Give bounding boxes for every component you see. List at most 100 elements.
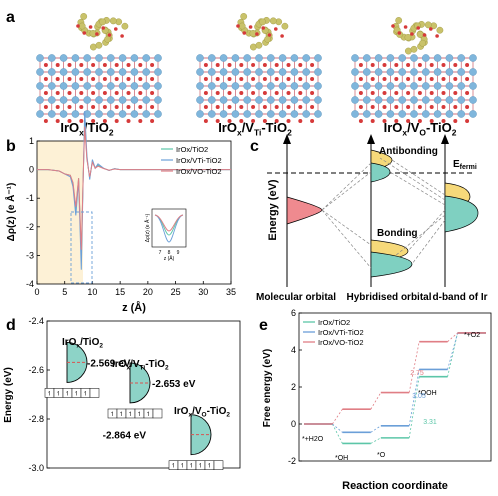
connector-line <box>391 159 446 196</box>
ti-atom <box>469 96 477 104</box>
o-atom <box>370 77 375 81</box>
panel-b-zoom-box <box>70 211 93 284</box>
o-atom <box>102 105 107 109</box>
o-atom <box>310 77 315 81</box>
o-atom <box>274 91 279 95</box>
ti-atom <box>196 68 204 76</box>
step-label: *+O2 <box>464 332 480 339</box>
electron-arrow: ↿ <box>47 390 52 397</box>
o-atom <box>55 119 60 123</box>
panel-c-letter: c <box>250 138 259 155</box>
electron-arrow: ↿ <box>180 463 185 470</box>
o-atom <box>114 27 118 31</box>
panel-d-item-name: IrOx/TiO2 <box>62 337 103 350</box>
o-atom <box>215 105 220 109</box>
ti-atom <box>243 96 251 104</box>
electron-arrow: ↿ <box>74 390 79 397</box>
ti-atom <box>398 82 407 90</box>
o-atom <box>370 63 375 67</box>
o-atom <box>406 77 411 81</box>
ti-atom <box>48 110 56 118</box>
y-tick-label: 4 <box>291 345 296 355</box>
ti-atom <box>118 82 127 90</box>
ti-atom <box>290 68 299 76</box>
o-atom <box>267 33 272 37</box>
ti-atom <box>154 82 162 90</box>
orbital-diagram <box>267 134 479 287</box>
o-atom <box>251 63 256 67</box>
o-atom <box>310 105 315 109</box>
o-atom <box>248 25 253 29</box>
o-atom <box>215 63 220 67</box>
ti-atom <box>351 96 359 104</box>
ti-atom <box>266 68 275 76</box>
ti-atom <box>433 110 442 118</box>
o-atom <box>429 91 434 95</box>
y-tick-label: -3 <box>26 250 34 260</box>
ti-atom <box>95 82 103 90</box>
o-atom <box>114 63 119 67</box>
o-atom <box>298 63 303 67</box>
panel-e-ylabel: Free energy (eV) <box>262 349 273 427</box>
ti-atom <box>469 110 477 118</box>
ti-atom <box>48 54 56 62</box>
hybrid-axis-arrowhead <box>367 134 375 144</box>
energy-connector <box>447 332 458 370</box>
connector-line <box>321 209 372 269</box>
legend-label: IrOx/VTi-TiO2 <box>176 156 222 165</box>
ti-atom <box>457 82 466 90</box>
o-atom <box>79 63 84 67</box>
ti-atom <box>314 82 322 90</box>
ir-atom <box>89 29 97 37</box>
ti-atom <box>266 110 275 118</box>
ti-atom <box>351 82 359 90</box>
o-atom <box>310 91 315 95</box>
o-atom <box>358 63 363 67</box>
electron-arrow: ↿ <box>146 411 151 418</box>
formula-part: /V <box>192 406 202 417</box>
y-tick-label: -4 <box>26 279 34 289</box>
o-atom <box>102 91 107 95</box>
ti-atom <box>207 110 216 118</box>
panel-a-label: IrOx/VO-TiO2 <box>384 120 457 137</box>
ti-atom <box>255 96 263 104</box>
ti-atom <box>302 68 311 76</box>
ti-atom <box>266 96 275 104</box>
ti-atom <box>362 82 371 90</box>
electron-arrow: ↿ <box>110 411 115 418</box>
ti-atom <box>130 110 139 118</box>
ti-atom <box>457 54 466 62</box>
ti-atom <box>243 110 251 118</box>
ir-atom <box>121 22 129 30</box>
ir-atom <box>109 17 117 25</box>
formula-part: x <box>79 127 84 137</box>
ti-atom <box>196 54 204 62</box>
ti-atom <box>445 96 454 104</box>
ti-atom <box>83 96 91 104</box>
o-atom <box>138 105 143 109</box>
o-atom <box>417 105 422 109</box>
o-atom <box>114 91 119 95</box>
inset-tick-label: 8 <box>168 250 171 256</box>
formula-part: 2 <box>287 127 292 137</box>
ti-atom <box>302 82 311 90</box>
ti-atom <box>386 110 395 118</box>
ti-atom <box>142 96 150 104</box>
ti-atom <box>71 82 80 90</box>
ti-atom <box>457 96 466 104</box>
o-atom <box>370 119 375 123</box>
inset-ylabel: Δρ(z) (e Å⁻¹) <box>144 213 151 242</box>
o-atom <box>358 77 363 81</box>
ti-atom <box>351 110 359 118</box>
y-tick-label: -2 <box>26 222 34 232</box>
ti-atom <box>433 54 442 62</box>
ti-atom <box>59 110 68 118</box>
ti-atom <box>130 54 139 62</box>
ti-atom <box>196 110 204 118</box>
o-atom <box>107 33 112 37</box>
o-atom <box>441 119 446 123</box>
inset-tick-label: 7 <box>159 250 162 256</box>
o-atom <box>429 77 434 81</box>
